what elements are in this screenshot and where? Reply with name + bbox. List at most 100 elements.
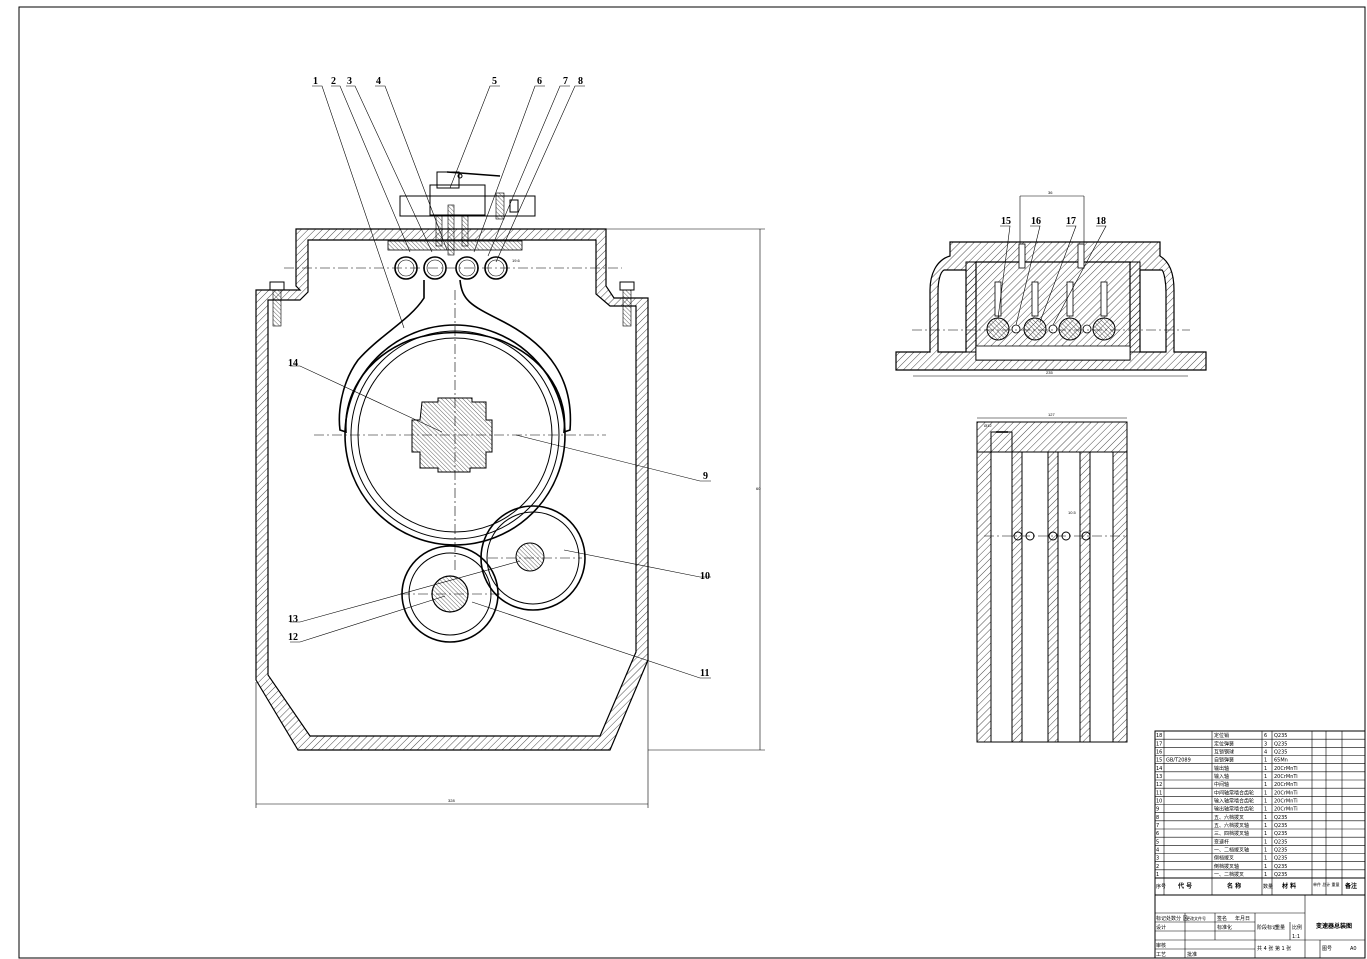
input-gear [480, 505, 586, 611]
bom-cell-name: 变速杆 [1214, 838, 1229, 845]
svg-text:11: 11 [700, 668, 709, 679]
plan-detail-dim: 10.5 [1068, 510, 1077, 515]
bom-cell-mat: 20CrMnTi [1274, 790, 1298, 796]
svg-text:14: 14 [288, 358, 298, 369]
bom-cell-mat: Q235 [1274, 741, 1287, 747]
bom-cell-mat: 20CrMnTi [1274, 807, 1298, 813]
bom-cell-name: 五、六档拨叉轴 [1214, 822, 1249, 829]
svg-text:审核: 审核 [1156, 942, 1166, 949]
bom-cell-name: 输入轴 [1214, 773, 1229, 780]
bom-cell-no: 2 [1156, 864, 1159, 870]
main-height-dim: 60 [756, 486, 761, 491]
bom-cell-qty: 1 [1264, 856, 1267, 862]
svg-text:图号: 图号 [1322, 946, 1332, 952]
svg-text:标准化: 标准化 [1217, 924, 1232, 931]
bom-cell-qty: 1 [1264, 782, 1267, 788]
svg-text:代 号: 代 号 [1177, 882, 1192, 890]
bom-cell-no: 7 [1156, 823, 1159, 829]
bom-cell-mat: Q235 [1274, 872, 1287, 878]
title-block: 标记 处数 分 区 更改文件号 签名 年月日 设计 标准化 阶段标记 重量 比例… [1155, 895, 1365, 958]
bom-cell-name: 中间轴常啮合齿轮 [1214, 789, 1254, 796]
svg-text:18: 18 [1096, 216, 1106, 227]
bom-cell-mat: 20CrMnTi [1274, 799, 1298, 805]
svg-text:年月日: 年月日 [1235, 915, 1250, 922]
bom-cell-no: 1 [1156, 872, 1159, 878]
bom-cell-name: 定位销 [1214, 732, 1229, 739]
bom-cell-name: 输出轴常啮合齿轮 [1214, 806, 1254, 813]
bom-cell-qty: 1 [1264, 864, 1267, 870]
shift-spring [495, 192, 519, 220]
bom-cell-mat: Q235 [1274, 750, 1287, 756]
bom-cell-no: 16 [1156, 750, 1162, 756]
bom-cell-no: 17 [1156, 741, 1162, 747]
flange-bolt-left [269, 281, 285, 327]
bom-cell-no: 11 [1156, 790, 1162, 796]
svg-text:10: 10 [700, 571, 710, 582]
bom-cell-qty: 1 [1264, 774, 1267, 780]
bom-cell-no: 15 [1156, 758, 1162, 764]
bom-cell-no: 18 [1156, 733, 1162, 739]
svg-text:序号: 序号 [1156, 883, 1166, 890]
svg-text:名 称: 名 称 [1227, 882, 1241, 890]
svg-text:批准: 批准 [1187, 951, 1197, 958]
svg-text:材 料: 材 料 [1281, 882, 1296, 890]
shift-tower [429, 184, 486, 216]
rail-plan-view: 127 Ø12 10.5 [976, 412, 1128, 743]
bom-cell-name: 互锁钢球 [1214, 749, 1234, 756]
svg-text:阶段标记: 阶段标记 [1257, 924, 1277, 931]
bom-cell-no: 3 [1156, 856, 1159, 862]
svg-text:标记: 标记 [1156, 915, 1166, 922]
drawing-border [18, 6, 1366, 959]
bom-cell-qty: 1 [1264, 839, 1267, 845]
bom-cell-name: 自锁弹簧 [1214, 757, 1234, 764]
svg-text:15: 15 [1001, 216, 1011, 227]
bom-cell-mat: Q235 [1274, 823, 1287, 829]
bom-cell-no: 14 [1156, 766, 1162, 772]
bom-cell-name: 三、四档拨叉轴 [1214, 830, 1249, 837]
svg-text:分 区: 分 区 [1176, 915, 1188, 922]
bom-cell-qty: 6 [1264, 733, 1267, 739]
bom-cell-no: 9 [1156, 807, 1159, 813]
svg-text:签名: 签名 [1217, 915, 1227, 922]
bom-cell-name: 输出轴 [1214, 765, 1229, 772]
bom-cell-mat: 20CrMnTi [1274, 782, 1298, 788]
bom-cell-qty: 1 [1264, 848, 1267, 854]
main-callout-labels: 1 2 3 4 5 6 7 8 9 10 11 12 13 14 [288, 76, 710, 679]
interlock-section-view: 36 235 15 16 17 18 [895, 190, 1207, 377]
housing-wall [255, 228, 649, 751]
bom-cell-mat: Q235 [1274, 815, 1287, 821]
svg-text:2: 2 [331, 76, 336, 87]
svg-text:3: 3 [347, 76, 352, 87]
rod-gap-dim: 19.6 [512, 258, 521, 263]
section-bottom-dim: 235 [1046, 370, 1053, 375]
svg-text:1:1: 1:1 [1292, 934, 1300, 940]
svg-text:8: 8 [578, 76, 583, 87]
svg-text:5: 5 [492, 76, 497, 87]
svg-text:数量: 数量 [1263, 883, 1273, 890]
bom-cell-no: 12 [1156, 782, 1162, 788]
bom-cell-mat: 65Mn [1274, 758, 1288, 764]
shift-cover-plate [387, 240, 523, 251]
bom-cell-qty: 1 [1264, 815, 1267, 821]
bom-cell-mat: Q235 [1274, 864, 1287, 870]
bom-cell-qty: 1 [1264, 799, 1267, 805]
svg-text:7: 7 [563, 76, 568, 87]
svg-text:设计: 设计 [1156, 924, 1166, 931]
bom-cell-code: GB/T2089 [1166, 758, 1191, 764]
bom-cell-qty: 3 [1264, 741, 1267, 747]
bom-cell-no: 4 [1156, 848, 1159, 854]
callout-leaders [290, 85, 711, 679]
section-leaders [997, 225, 1107, 326]
bom-cell-qty: 1 [1264, 872, 1267, 878]
svg-text:重量: 重量 [1275, 924, 1285, 931]
bom-cell-no: 6 [1156, 831, 1159, 837]
bom-cell-qty: 1 [1264, 758, 1267, 764]
bom-cell-mat: Q235 [1274, 856, 1287, 862]
bom-cell-mat: Q235 [1274, 831, 1287, 837]
svg-text:13: 13 [288, 614, 298, 625]
bom-cell-mat: Q235 [1274, 848, 1287, 854]
bom-cell-mat: Q235 [1274, 839, 1287, 845]
bom-cell-qty: 1 [1264, 790, 1267, 796]
countershaft-gear [400, 545, 500, 643]
